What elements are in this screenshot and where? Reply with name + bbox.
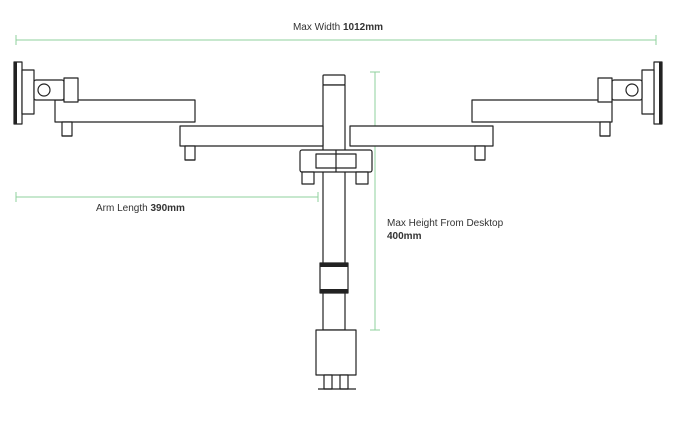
max-height-dimension-line [370, 71, 380, 331]
right-monitor-mount [597, 61, 663, 125]
max-height-value: 400mm [387, 231, 422, 242]
desk-clamp [315, 329, 357, 390]
max-width-caption: Max Width [292, 22, 341, 33]
left-monitor-mount [13, 61, 79, 125]
max-height-label: Max Height From Desktop 400mm [387, 217, 503, 243]
right-arm [349, 99, 613, 161]
arm-length-dimension-line [15, 192, 319, 202]
arm-length-caption: Arm Length [96, 203, 148, 214]
arm-length-value: 390mm [150, 203, 185, 214]
max-height-caption: Max Height From Desktop [387, 218, 504, 229]
max-width-value: 1012mm [342, 22, 384, 33]
arm-length-label: Arm Length 390mm [96, 203, 185, 214]
center-hub [299, 149, 373, 185]
max-width-dimension-line [15, 35, 657, 45]
left-arm [54, 99, 324, 161]
pole-collar [319, 262, 349, 294]
max-width-label: Max Width 1012mm [0, 22, 676, 33]
